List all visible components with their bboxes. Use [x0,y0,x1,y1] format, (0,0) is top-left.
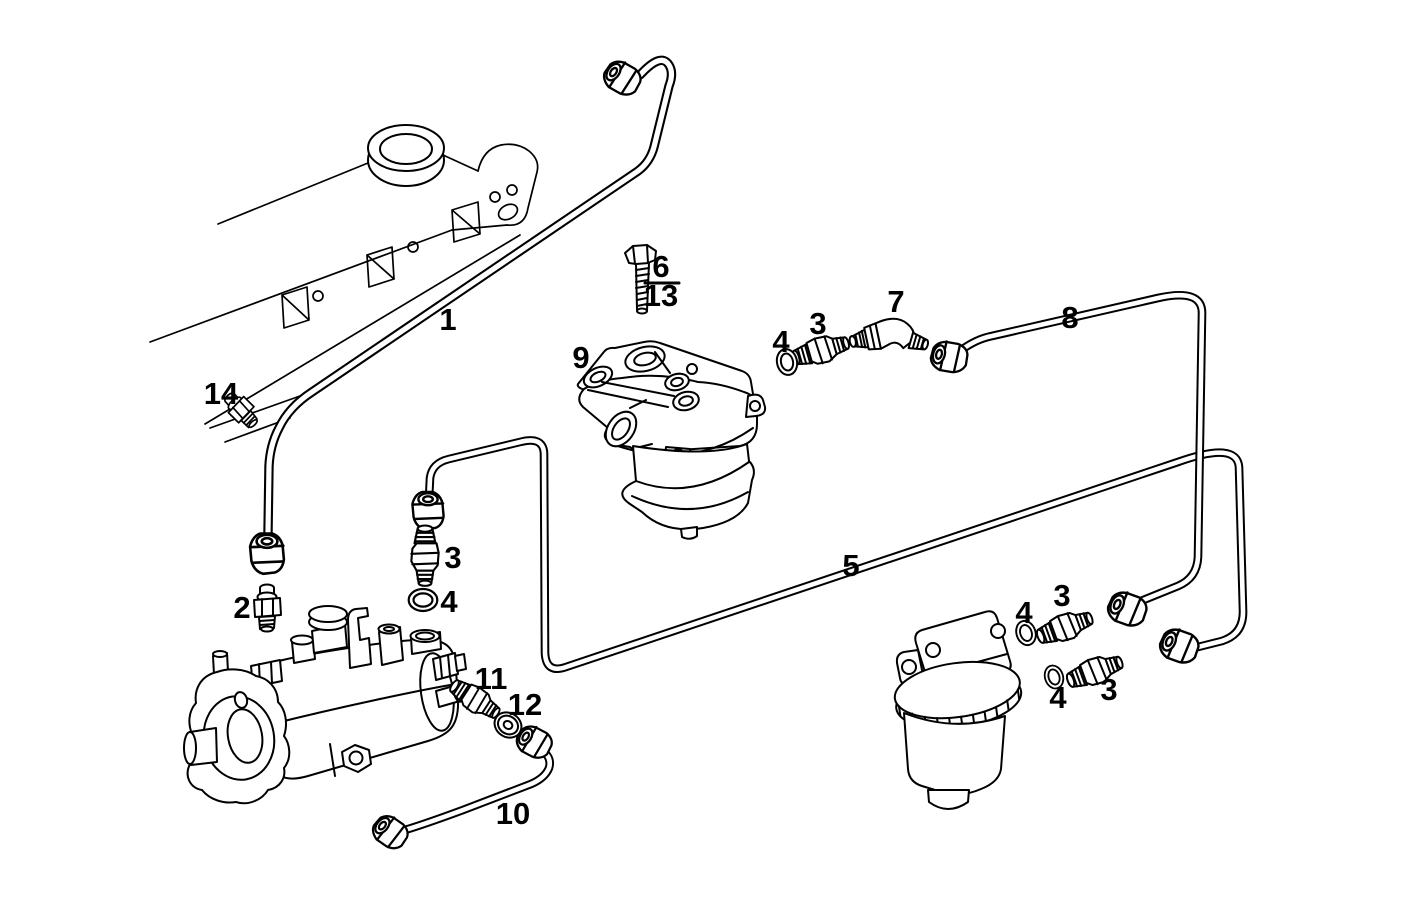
pipe1-top-nut [598,54,647,102]
pre-filter-bowl [903,712,1006,796]
pre-filter-clamp-ring [893,660,1023,730]
part6-13-bolt [624,244,657,315]
pipes [263,55,1248,835]
callout-14: 14 [204,376,239,411]
callout-4: 4 [1015,595,1033,630]
part7-elbow [848,317,930,351]
part2-valve-fitting [253,583,282,633]
pipe10-bottom-nut [367,809,414,856]
pipe5-right-nut [1154,623,1205,670]
callout-3: 3 [1100,672,1117,707]
callout-10: 10 [496,796,530,831]
pipe1-bottom-nut [248,532,286,576]
callout-7: 7 [887,284,904,319]
callout-1: 1 [439,302,456,337]
callout-13: 13 [644,278,678,313]
callout-8: 8 [1061,300,1078,335]
pre-filter [893,610,1023,810]
pipe5-left-nut [411,490,445,531]
pipe-5 [424,436,1248,674]
cover-end-plate [451,143,539,231]
callout-4: 4 [440,584,458,619]
pipe8-right-nut [1102,586,1153,633]
injection-pump [183,605,467,805]
oil-filler-ring [367,124,445,187]
callout-12: 12 [508,687,542,722]
cover-bolt-hole [312,290,324,302]
cover-port-squares [281,201,481,329]
callout-4: 4 [1049,680,1067,715]
pump-bracket-blade [347,607,372,669]
valve-cover [149,124,539,443]
callout-2: 2 [233,590,250,625]
callout-6: 6 [652,249,669,284]
part3-union-pump [410,524,440,587]
callout-3: 3 [809,306,826,341]
fuel-filter-assembly [576,340,767,540]
cover-top-edge [217,162,369,225]
pipe-1 [263,55,677,537]
callout-3: 3 [444,540,461,575]
callout-4: 4 [772,324,790,359]
filter-inlet-port [604,410,638,448]
callout-3: 3 [1053,578,1070,613]
callout-9: 9 [572,340,589,375]
fittings [218,244,1128,739]
part4-seal-pump [407,587,439,613]
part12-washer [493,711,523,739]
callout-5: 5 [842,548,859,583]
pipe-8 [955,290,1207,606]
callout-11: 11 [475,661,508,696]
